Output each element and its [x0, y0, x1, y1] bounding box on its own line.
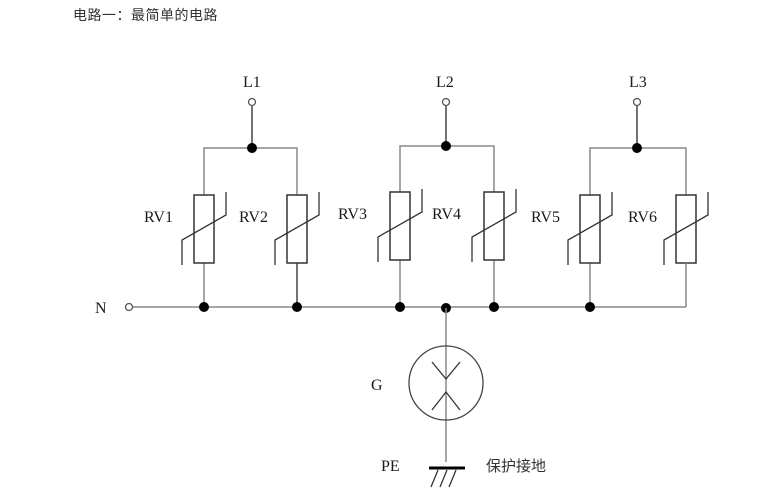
junction-dot: [199, 302, 209, 312]
junction-dot: [395, 302, 405, 312]
branch-wire: [589, 147, 687, 195]
varistor-nonlinear-mark: [663, 192, 709, 265]
line-group-l1: [203, 97, 298, 195]
varistor-nonlinear-mark: [471, 189, 517, 262]
neutral-label: N: [95, 300, 107, 317]
varistor-label-rv3: RV3: [338, 206, 367, 223]
varistor-label-rv1: RV1: [144, 209, 173, 226]
varistor-nonlinear-mark: [274, 192, 320, 265]
terminal-l1: [247, 97, 257, 107]
line-label-l1: L1: [243, 74, 261, 91]
varistor-rv2: [274, 192, 320, 307]
varistor-nonlinear-mark: [377, 189, 423, 262]
branch-wire: [203, 147, 298, 195]
upper-electrode: [431, 361, 461, 381]
varistor-body: [389, 191, 411, 261]
branch-wire: [399, 145, 495, 192]
varistor-label-rv4: RV4: [432, 206, 461, 223]
ground-hatch: [439, 469, 448, 488]
terminal-l2: [441, 97, 451, 107]
terminal-n: [124, 302, 134, 312]
ground-hatch: [448, 469, 457, 488]
varistor-label-rv2: RV2: [239, 209, 268, 226]
ground-hatch: [430, 469, 439, 488]
varistor-nonlinear-mark: [181, 192, 227, 265]
line-group-l3: [589, 97, 687, 195]
varistor-label-rv6: RV6: [628, 209, 657, 226]
junction-dot: [585, 302, 595, 312]
lower-electrode: [431, 390, 461, 411]
varistor-label-rv5: RV5: [531, 209, 560, 226]
varistor-body: [286, 194, 308, 264]
terminal-l3: [632, 97, 642, 107]
diagram-caption: 电路一：最简单的电路: [73, 8, 218, 24]
varistor-rv6: [663, 192, 709, 265]
line-group-l2: [399, 97, 495, 192]
varistor-body: [579, 194, 601, 264]
line-label-l2: L2: [436, 74, 454, 91]
junction-dot: [632, 143, 642, 153]
gas-tube-label: G: [371, 377, 383, 394]
ground-label: PE: [381, 458, 400, 475]
ground-symbol: [429, 466, 465, 488]
gas-discharge-tube: [408, 308, 484, 462]
varistor-rv4: [471, 189, 517, 307]
junction-dot: [292, 302, 302, 312]
varistor-nonlinear-mark: [567, 192, 613, 265]
line-label-l3: L3: [629, 74, 647, 91]
junction-dot: [489, 302, 499, 312]
junction-dot: [441, 141, 451, 151]
junction-dot: [247, 143, 257, 153]
varistor-body: [675, 194, 697, 264]
varistor-rv5: [567, 192, 613, 307]
varistor-body: [193, 194, 215, 264]
ground-note: 保护接地: [486, 457, 546, 475]
varistor-rv3: [377, 189, 423, 307]
tube-circle: [408, 345, 484, 421]
varistor-body: [483, 191, 505, 261]
varistor-rv1: [181, 192, 227, 307]
